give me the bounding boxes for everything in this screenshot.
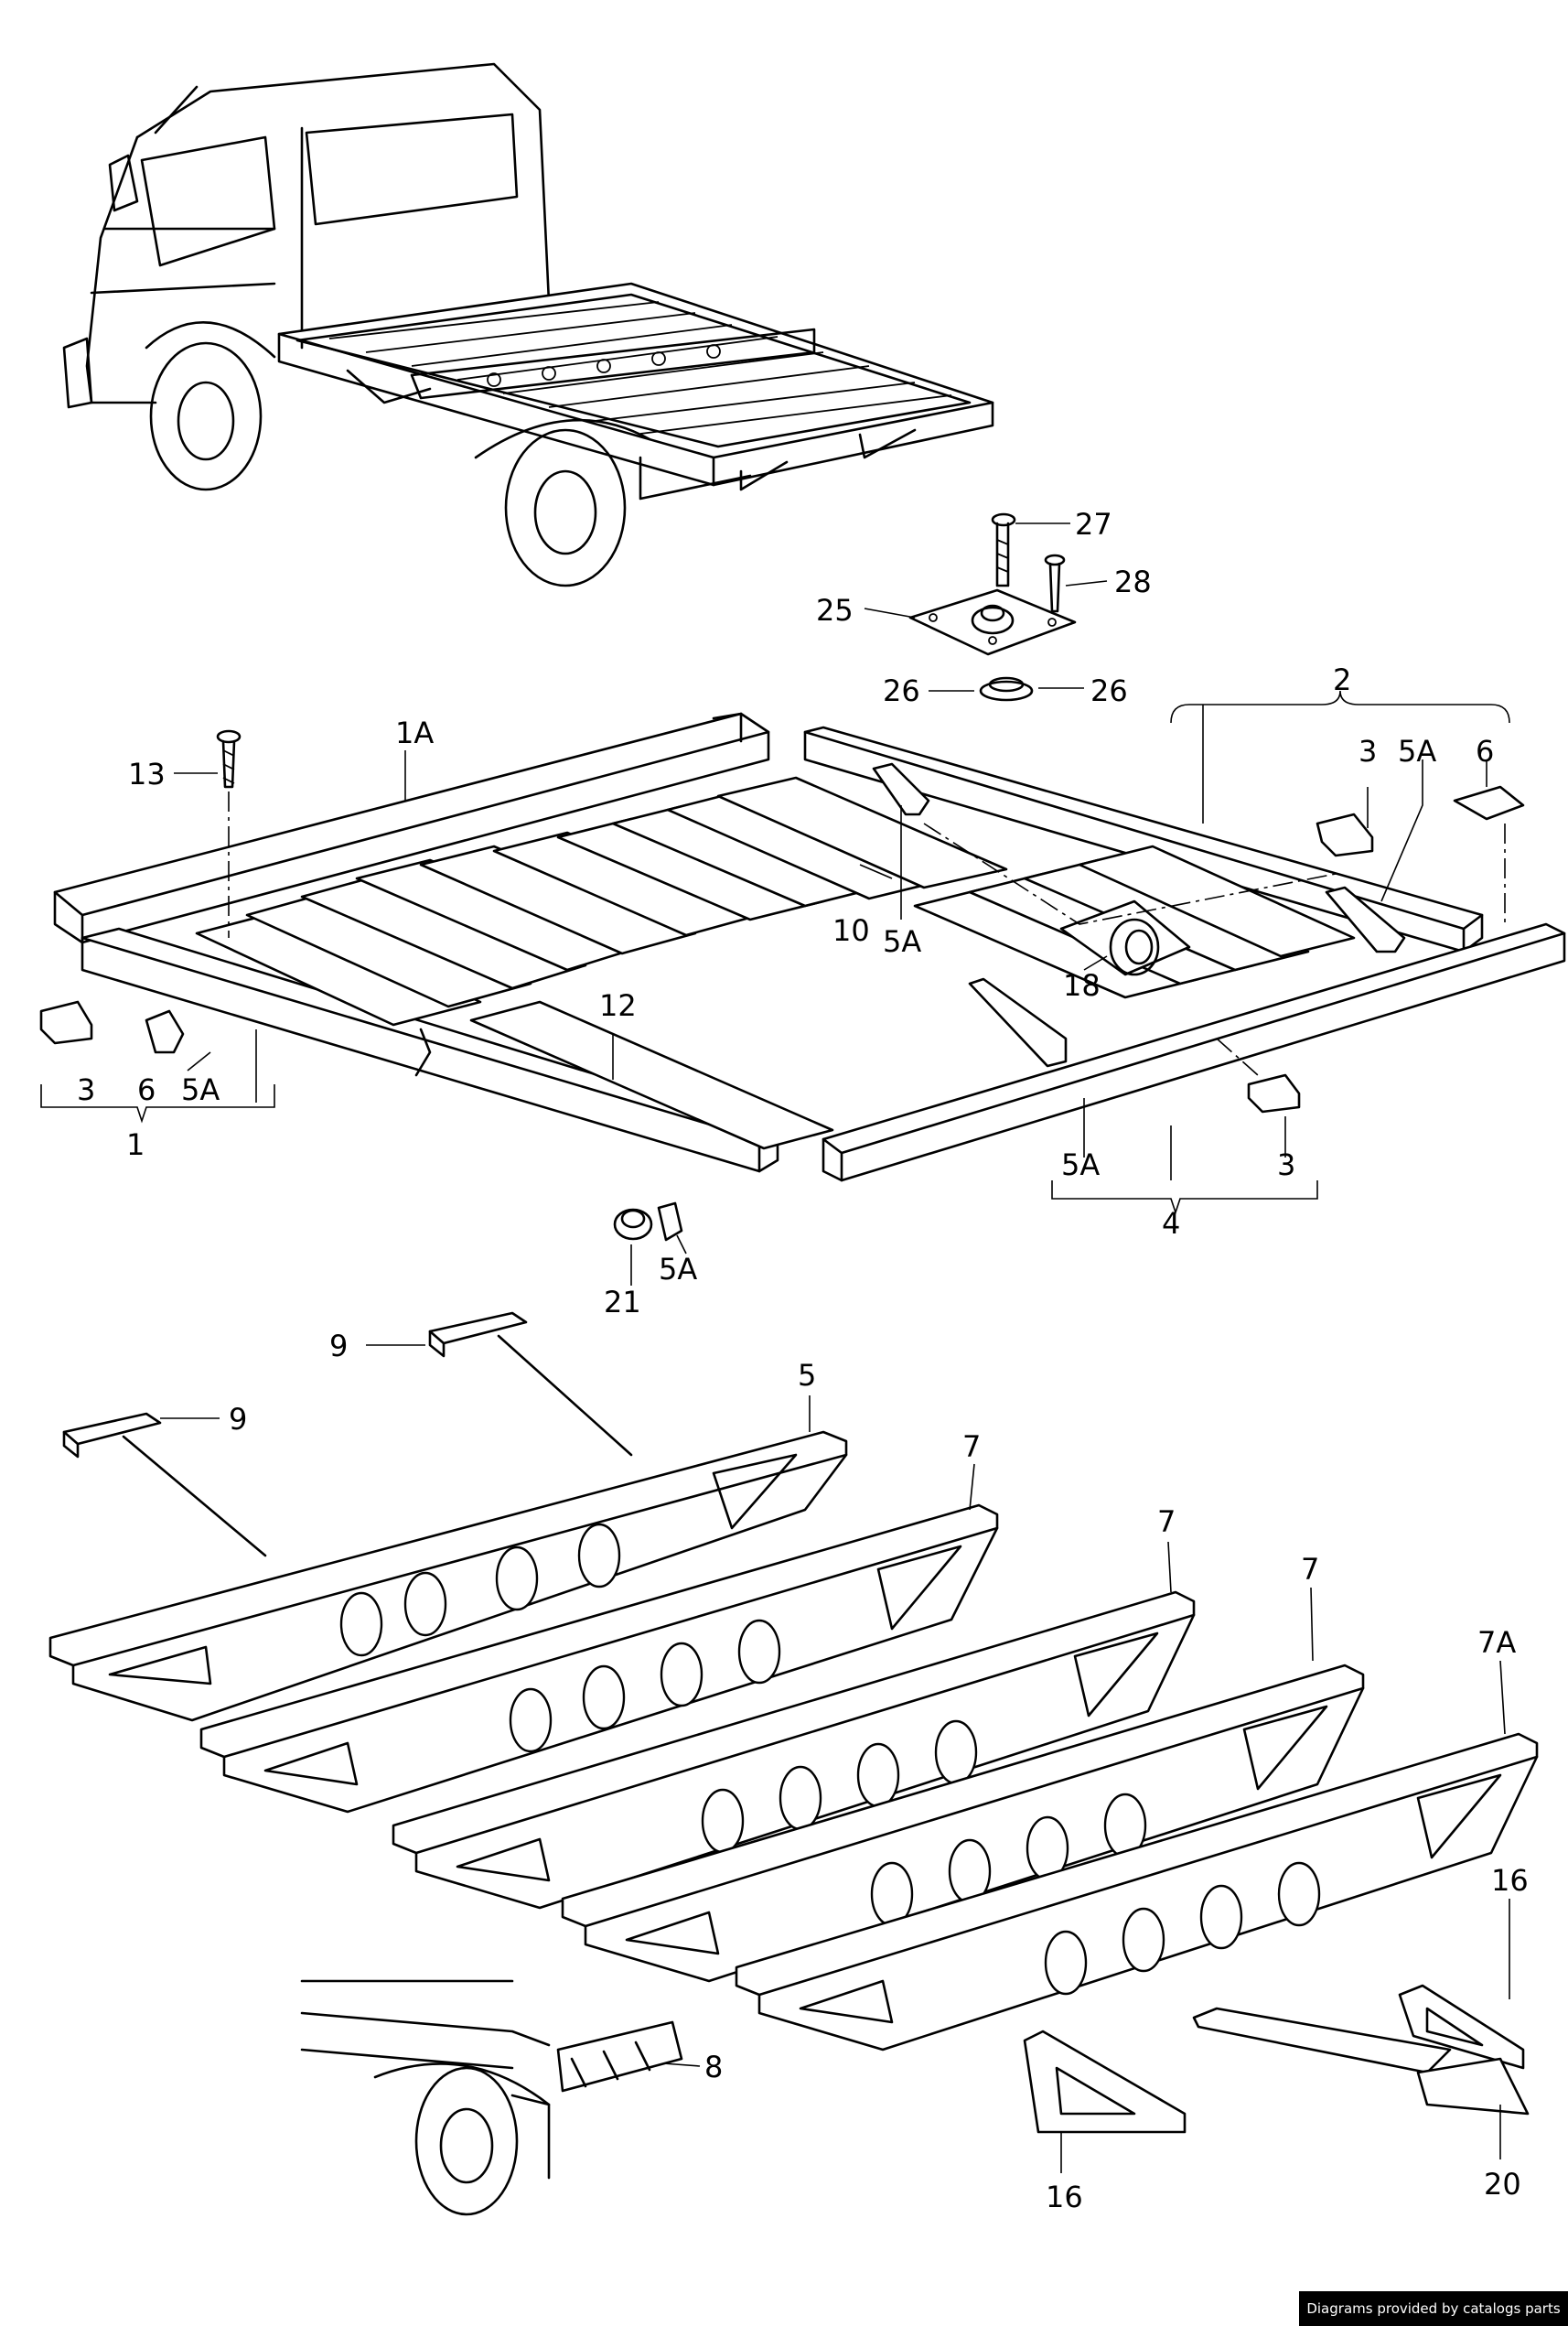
callout-27: 27: [1075, 507, 1112, 542]
callout-5A-top-right: 5A: [1398, 734, 1436, 769]
callout-13: 13: [128, 757, 166, 791]
callout-25: 25: [816, 593, 854, 628]
callout-16-right: 16: [1491, 1863, 1529, 1898]
callout-9-lower: 9: [229, 1402, 247, 1437]
callout-8: 8: [704, 2050, 723, 2084]
callout-16-bottom: 16: [1046, 2180, 1083, 2214]
callout-6-top-right: 6: [1476, 734, 1494, 769]
callout-5A-middle: 5A: [883, 924, 921, 959]
callout-labels: 27 28 25 26 26 2 1A 13 3 5A 6 10 5A 18 1…: [77, 507, 1529, 2214]
callout-2: 2: [1333, 662, 1351, 697]
inset-truck-view: [300, 1979, 683, 2216]
callout-3-top-right: 3: [1359, 734, 1377, 769]
callout-7A: 7A: [1477, 1625, 1516, 1660]
callout-3-left: 3: [77, 1072, 95, 1107]
mounting-plate-assembly: [908, 512, 1077, 702]
callout-1A: 1A: [395, 716, 434, 750]
callout-1: 1: [126, 1127, 145, 1162]
callout-26-left: 26: [883, 673, 920, 708]
gusset-brackets: [1023, 1984, 1530, 2134]
callout-10: 10: [832, 913, 870, 948]
callout-18: 18: [1063, 968, 1101, 1003]
callout-6-left: 6: [137, 1072, 156, 1107]
leader-lines: [40, 522, 1510, 2173]
cross-members: [48, 1430, 1539, 2051]
callout-21: 21: [604, 1285, 641, 1319]
callout-7-first: 7: [962, 1429, 981, 1464]
callout-5: 5: [798, 1358, 816, 1393]
watermark-badge: Diagrams provided by catalogs parts: [1299, 2291, 1568, 2326]
callout-9-upper: 9: [329, 1329, 348, 1363]
callout-5A-right: 5A: [1061, 1147, 1100, 1182]
callout-4: 4: [1162, 1206, 1180, 1241]
callout-5A-left: 5A: [181, 1072, 220, 1107]
callout-12: 12: [599, 988, 637, 1023]
tie-rods: [62, 1311, 633, 1557]
callout-28: 28: [1114, 565, 1152, 599]
floor-slats: [195, 776, 1356, 1150]
callout-26-right: 26: [1090, 673, 1128, 708]
callout-3-right: 3: [1277, 1147, 1295, 1182]
callout-7-third: 7: [1301, 1552, 1319, 1587]
callout-20: 20: [1484, 2167, 1521, 2202]
truck-illustration: [62, 62, 994, 587]
callout-5A-bottom: 5A: [659, 1252, 697, 1287]
callout-7-second: 7: [1157, 1504, 1176, 1539]
floor-assembly: [39, 712, 1566, 1242]
